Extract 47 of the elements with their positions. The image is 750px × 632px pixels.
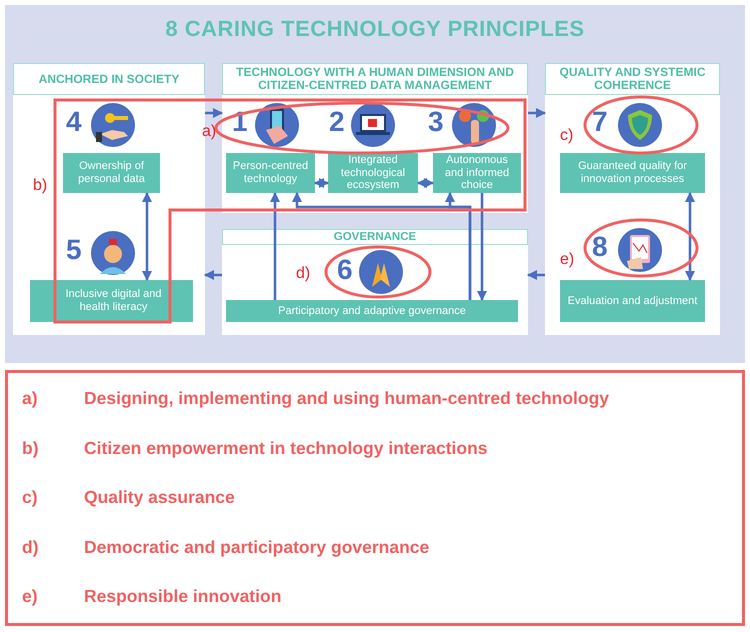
list-key: b) <box>22 438 84 458</box>
section-heading: TECHNOLOGY WITH A HUMAN DIMENSION AND CITIZEN-CENTRED DATA MANAGEMENT <box>222 63 528 95</box>
principle-box: Evaluation and adjustment <box>560 280 705 322</box>
arrow <box>417 178 434 188</box>
list-key: a) <box>22 388 84 409</box>
principle-box: Autonomous and informed choice <box>433 153 521 193</box>
principle-box: Ownership of personal data <box>63 153 160 193</box>
principle-number: 8 <box>592 233 608 261</box>
principle-number: 4 <box>66 108 82 136</box>
principle-number: 7 <box>592 108 608 136</box>
list-key: e) <box>22 586 84 607</box>
arrow <box>445 192 472 300</box>
highlight-label: c) <box>560 128 574 144</box>
list-text: Quality assurance <box>84 487 235 508</box>
principle-box: Participatory and adaptive governance <box>226 300 518 322</box>
principle-box: Person-centred technology <box>226 153 315 193</box>
arrow <box>528 108 546 118</box>
arrow <box>477 193 487 301</box>
principle-box: Integrated technological ecosystem <box>328 153 418 193</box>
highlight-label: a) <box>202 124 216 140</box>
section-heading: QUALITY AND SYSTEMIC COHERENCE <box>545 63 720 95</box>
arrow <box>527 270 545 280</box>
list-text: Designing, implementing and using human-centred technology <box>84 388 610 409</box>
arrow <box>685 192 695 281</box>
principle-number: 2 <box>329 108 345 136</box>
list-text: Citizen empowerment in technology interactions <box>84 438 488 458</box>
diagram-title: 8 CARING TECHNOLOGY PRINCIPLES <box>164 16 586 42</box>
list-key: d) <box>22 536 84 558</box>
list-key: c) <box>22 487 84 508</box>
arrow <box>314 178 329 188</box>
section-heading: GOVERNANCE <box>222 229 528 245</box>
section-heading: ANCHORED IN SOCIETY <box>13 63 205 95</box>
section-panel <box>222 229 528 335</box>
list-text: Democratic and participatory governance <box>84 536 430 558</box>
arrow <box>205 108 223 118</box>
arrow <box>142 192 152 281</box>
principle-number: 6 <box>337 256 353 284</box>
principle-box: Guaranteed quality for innovation processes <box>560 153 705 193</box>
principle-number: 5 <box>66 236 82 264</box>
section-panel <box>545 63 720 335</box>
highlight-label: b) <box>33 178 48 194</box>
principle-number: 3 <box>428 108 444 136</box>
arrow <box>270 192 280 300</box>
arrow <box>204 270 222 280</box>
list-text: Responsible innovation <box>84 586 282 607</box>
highlight-label: d) <box>296 266 310 282</box>
principle-box: Inclusive digital and health literacy <box>30 280 193 322</box>
